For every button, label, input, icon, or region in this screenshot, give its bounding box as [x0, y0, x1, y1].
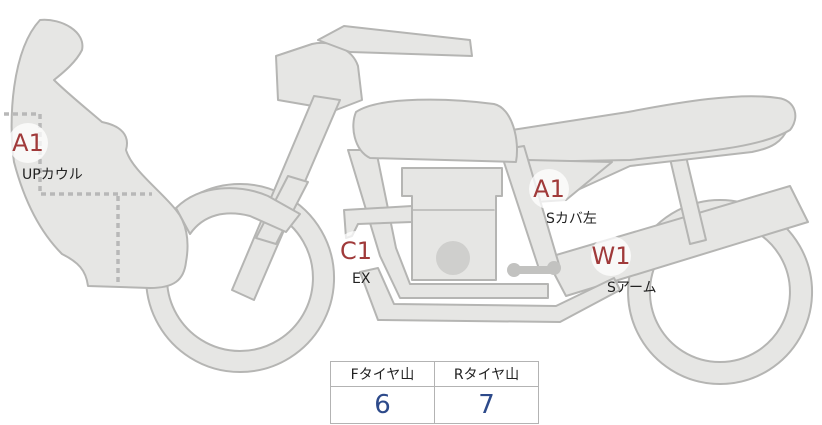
damage-marker-exhaust[interactable]: C1	[336, 231, 376, 271]
engine	[401, 167, 503, 281]
tread-table-value-row: 6 7	[330, 386, 539, 424]
rear-tire-tread-header: Rタイヤ山	[434, 361, 539, 387]
damage-label-side-cover-left: Sカバ左	[546, 211, 597, 227]
damage-code: A1	[533, 175, 565, 203]
front-tire-tread-header: Fタイヤ山	[330, 361, 435, 387]
front-tire-tread-value: 6	[330, 386, 435, 424]
damage-marker-side-cover-left[interactable]: A1	[529, 169, 569, 209]
up-cowl	[10, 18, 189, 289]
damage-label-up-cowl: UPカウル	[22, 167, 83, 183]
damage-code: A1	[12, 129, 44, 157]
damage-code: C1	[339, 237, 373, 265]
damage-label-swing-arm: Sアーム	[607, 280, 657, 296]
damage-marker-swing-arm[interactable]: W1	[591, 236, 631, 276]
engine-case	[436, 241, 470, 275]
foot-peg	[507, 261, 561, 277]
front-fender	[175, 187, 301, 235]
damage-marker-up-cowl[interactable]: A1	[8, 123, 48, 163]
damage-code: W1	[591, 242, 631, 270]
fuel-tank	[352, 98, 518, 163]
lower-frame	[359, 267, 621, 323]
frame-tube	[347, 149, 549, 299]
tread-table-header-row: Fタイヤ山 Rタイヤ山	[330, 361, 539, 387]
rear-tire-tread-value: 7	[434, 386, 539, 424]
damage-label-exhaust: EX	[352, 271, 371, 287]
seat	[511, 95, 797, 163]
handlebar	[317, 25, 473, 57]
tire-tread-table: Fタイヤ山 Rタイヤ山 6 7	[330, 361, 539, 424]
